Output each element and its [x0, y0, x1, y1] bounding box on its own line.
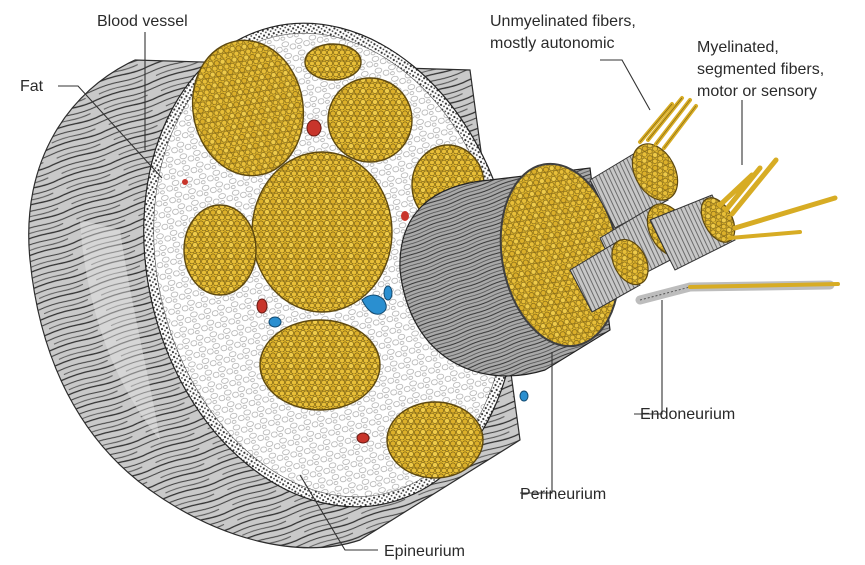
- leader-endoneurium: [634, 300, 662, 414]
- leader-unmyelinated: [600, 60, 650, 110]
- fascicle: [184, 205, 256, 295]
- fascicle: [387, 402, 483, 478]
- label-unmyelinated-2: mostly autonomic: [490, 35, 615, 52]
- label-endoneurium: Endoneurium: [640, 406, 735, 423]
- fascicle: [252, 152, 392, 312]
- label-myelinated-2: segmented fibers,: [697, 61, 824, 78]
- fascicle: [305, 44, 361, 80]
- label-perineurium: Perineurium: [520, 486, 606, 503]
- fascicle: [328, 78, 412, 162]
- label-blood-vessel: Blood vessel: [97, 13, 188, 30]
- label-myelinated-3: motor or sensory: [697, 83, 817, 100]
- label-epineurium: Epineurium: [384, 543, 465, 560]
- label-unmyelinated-1: Unmyelinated fibers,: [490, 13, 636, 30]
- label-fat: Fat: [20, 78, 44, 95]
- fascicle: [260, 320, 380, 410]
- fiber-bundles: [570, 98, 838, 312]
- label-myelinated-1: Myelinated,: [697, 39, 779, 56]
